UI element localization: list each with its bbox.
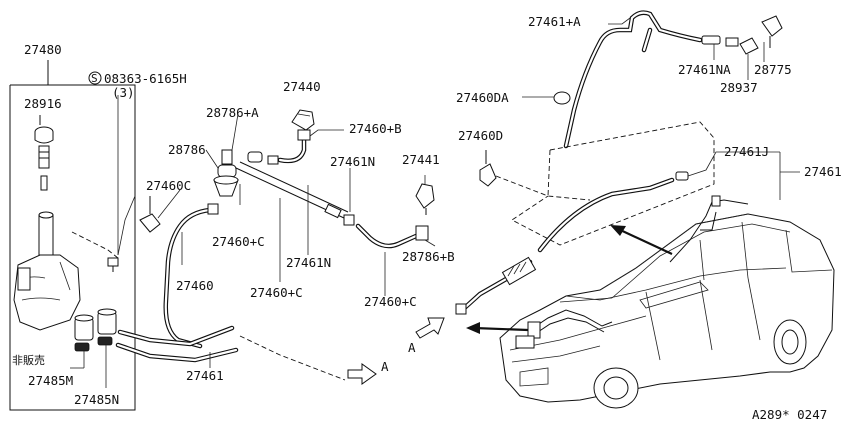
label-27441: 27441 [402,152,440,167]
bolt-leader [71,231,119,259]
label-27460c-low: 27460+C [250,285,303,300]
location-arrows [466,225,673,334]
arrow-a-left [415,317,445,339]
label-28937: 28937 [720,80,758,95]
label-27461n-top: 27461N [330,154,375,169]
hose-route-leader [239,335,346,381]
pipe-27461j-part [537,151,800,253]
clip-27460da-part [522,91,571,105]
label-27440: 27440 [283,79,321,94]
label-27461n-mid: 27461N [286,255,331,270]
diagram-code: A289* 0247 [752,407,827,422]
label-27461j: 27461J [724,144,769,159]
hose-clip-part [139,196,161,233]
bolt-spec-leader2 [117,195,136,256]
hose-27460c-right-part [355,223,429,249]
hood-hose-part [515,309,613,349]
routing-dashed-box [495,121,715,246]
label-27460c-right: 27460+C [364,294,417,309]
washer-nozzle-27441-part [415,183,435,215]
label-bolt-qty: (3) [112,85,135,100]
label-bolt-spec: 08363-6165H [104,71,187,86]
reservoir-frame [9,60,136,411]
label-27480: 27480 [24,42,62,57]
s-mark-circle [88,71,102,85]
label-28775: 28775 [754,62,792,77]
hose-27460-part [163,203,219,349]
bolt-part [107,257,119,272]
pipe-27461n-part [235,161,355,226]
label-28786a: 28786+A [206,105,259,120]
label-27460b: 27460+B [349,121,402,136]
label-27460c-mid: 27460+C [212,234,265,249]
hose-27461a-part [563,10,783,149]
label-28916: 28916 [24,96,62,111]
spiral-hose-part [455,256,537,315]
label-27485m: 27485M [28,373,73,388]
label-27460: 27460 [176,278,214,293]
label-27460c-left: 27460C [146,178,191,193]
label-not-sold: 非販売 [12,354,45,367]
label-27460d: 27460D [458,128,503,143]
label-arrow-a-left: A [408,340,416,355]
check-valve-part [213,149,239,197]
washer-nozzle-27440-part [291,109,315,131]
bracket-27460d-part [479,150,497,187]
hose-27460b-part [247,129,311,165]
label-28786b: 28786+B [402,249,455,264]
reservoir-cap-part [34,115,54,191]
label-27461-bottom: 27461 [186,368,224,383]
label-27461-right: 27461 [804,164,842,179]
label-27485n: 27485N [74,392,119,407]
s-mark-icon: S [91,72,98,85]
label-27460da: 27460DA [456,90,509,105]
label-arrow-a-right: A [381,359,389,374]
label-27461na: 27461NA [678,62,731,77]
washer-pumps-part [70,308,117,388]
washer-tank-part [13,211,81,331]
label-28786: 28786 [168,142,206,157]
hose-27461-part [115,325,239,368]
middle-leaders [157,113,436,296]
arrow-a-right [347,363,377,385]
label-27461a: 27461+A [528,14,581,29]
minivan-illustration [499,195,835,409]
